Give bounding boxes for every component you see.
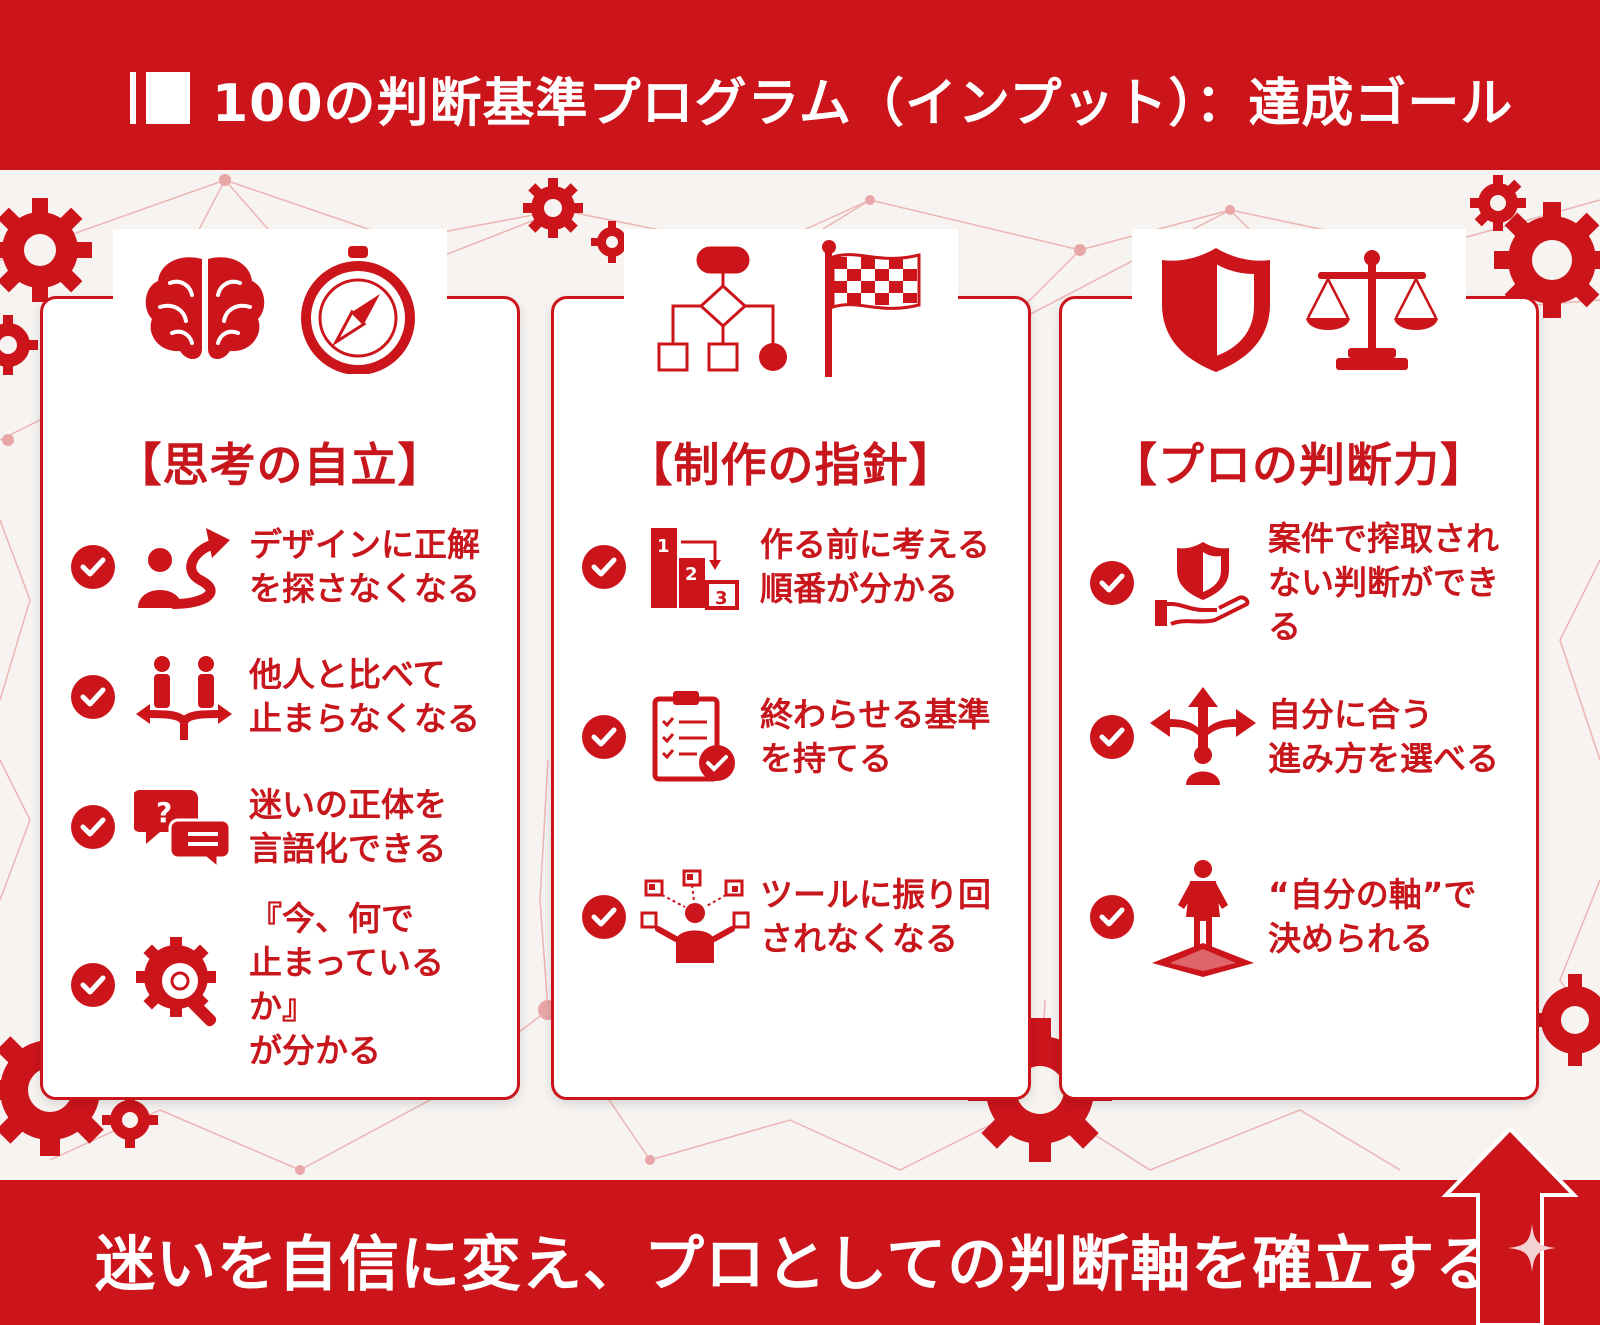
- checkered-flag-icon: [822, 240, 921, 377]
- shield-icon: [1162, 248, 1270, 372]
- footer-message: 迷いを自信に変え、プロとしての判断軸を確立する！: [95, 1230, 1558, 1300]
- person-path-arrow-icon: [129, 517, 239, 617]
- card-thinking-independence: 【思考の自立】 デザインに正解 を探さなくなる 他人と比べて 止まらなくなる: [40, 229, 520, 1100]
- item-text: 自分に合う 進み方を選べる: [1268, 695, 1499, 778]
- card-header-icons: [1132, 229, 1466, 389]
- checkmark-icon: [582, 895, 626, 939]
- title-marker-icon: [130, 72, 190, 124]
- svg-text:1: 1: [657, 536, 670, 557]
- compass-icon: [301, 246, 415, 374]
- svg-text:?: ?: [156, 796, 172, 829]
- hand-shield-icon: [1148, 533, 1258, 633]
- list-item: 1 2 3 作る前に考える 順番が分かる: [582, 517, 1012, 617]
- item-text: 迷いの正体を 言語化できる: [249, 785, 447, 868]
- card-header-icons: [113, 229, 447, 389]
- checkmark-icon: [71, 675, 115, 719]
- checkmark-icon: [1090, 561, 1134, 605]
- card-title: 【制作の指針】: [626, 438, 956, 492]
- card-professional-judgment: 【プロの判断力】 案件で搾取され ない判断ができる: [1059, 229, 1539, 1100]
- item-text: “自分の軸”で 決められる: [1268, 875, 1477, 958]
- page-title: 100の判断基準プログラム（インプット）：達成ゴール: [212, 73, 1514, 134]
- list-item: 案件で搾取され ない判断ができる: [1090, 517, 1520, 649]
- sparkle-icon: [1508, 1224, 1556, 1272]
- checkmark-icon: [71, 545, 115, 589]
- list-item: 自分に合う 進み方を選べる: [1090, 687, 1520, 787]
- item-text: 作る前に考える 順番が分かる: [760, 525, 991, 608]
- checkmark-icon: [71, 963, 115, 1007]
- checkmark-icon: [71, 805, 115, 849]
- list-item: デザインに正解 を探さなくなる: [71, 517, 501, 617]
- list-item: 終わらせる基準 を持てる: [582, 687, 1012, 787]
- checkmark-icon: [1090, 895, 1134, 939]
- clipboard-check-icon: [640, 687, 750, 787]
- speech-bubbles-icon: ?: [129, 777, 239, 877]
- item-text: 案件で搾取され ない判断ができる: [1268, 519, 1499, 646]
- steps-123-icon: 1 2 3: [640, 517, 750, 617]
- gear-magnifier-icon: [129, 935, 239, 1035]
- flowchart-icon: [657, 246, 787, 372]
- checkmark-icon: [582, 545, 626, 589]
- footer-banner: 迷いを自信に変え、プロとしての判断軸を確立する！: [0, 1180, 1600, 1325]
- brain-icon: [145, 257, 265, 360]
- scales-icon: [1306, 250, 1438, 370]
- person-tools-icon: [640, 867, 750, 967]
- item-text: 他人と比べて 止まらなくなる: [249, 655, 480, 738]
- list-item: ? 迷いの正体を 言語化できる: [71, 777, 501, 877]
- svg-text:2: 2: [685, 564, 698, 585]
- item-text: デザインに正解 を探さなくなる: [249, 525, 480, 608]
- item-text: 『今、何で 止まっているか』 が分かる: [249, 899, 445, 1070]
- list-item: 他人と比べて 止まらなくなる: [71, 647, 501, 747]
- checkmark-icon: [1090, 715, 1134, 759]
- card-header-icons: [624, 229, 958, 389]
- svg-text:3: 3: [715, 588, 728, 609]
- two-people-arrows-icon: [129, 647, 239, 747]
- item-text: 終わらせる基準 を持てる: [760, 695, 991, 778]
- card-production-guidelines: 【制作の指針】 1 2 3 作る前に考える 順番が分かる: [551, 229, 1031, 1100]
- list-item: 『今、何で 止まっているか』 が分かる: [71, 897, 501, 1073]
- up-arrow-icon: [1441, 1126, 1579, 1325]
- header-banner: 100の判断基準プログラム（インプット）：達成ゴール: [0, 0, 1600, 170]
- checkmark-icon: [582, 715, 626, 759]
- card-title: 【思考の自立】: [115, 438, 445, 492]
- person-three-arrows-icon: [1148, 687, 1258, 787]
- item-text: ツールに振り回 されなくなる: [760, 875, 991, 958]
- list-item: “自分の軸”で 決められる: [1090, 860, 1520, 977]
- card-title: 【プロの判断力】: [1111, 438, 1487, 492]
- person-standing-icon: [1148, 860, 1258, 977]
- list-item: ツールに振り回 されなくなる: [582, 867, 1012, 967]
